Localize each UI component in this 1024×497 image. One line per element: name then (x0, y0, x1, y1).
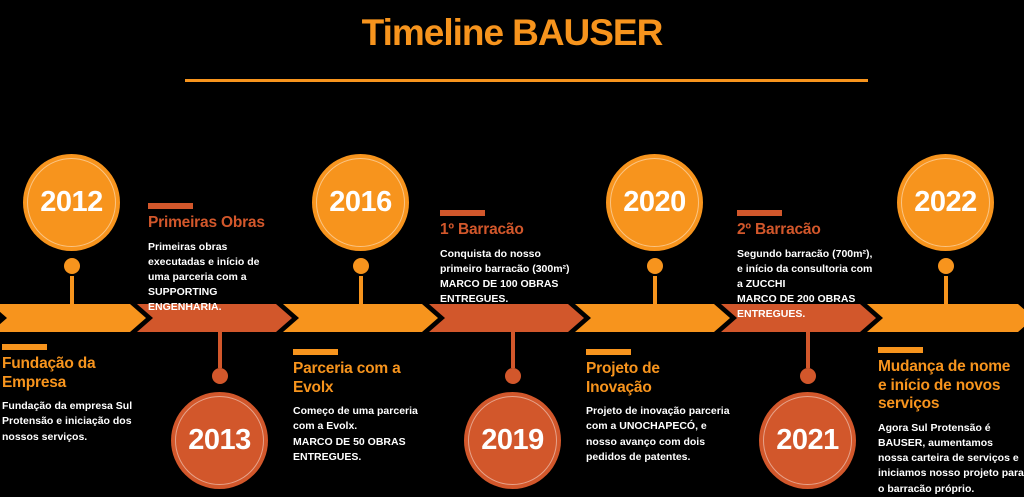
band-segment-3 (283, 304, 438, 332)
event-heading: Primeiras Obras (148, 214, 265, 231)
band-segment-1 (0, 304, 146, 332)
year-circle: 2012 (23, 154, 120, 251)
event-block-parceria-evolx: Parceria com a Evolx Começo de uma parce… (293, 349, 431, 465)
title-underline (185, 79, 868, 82)
event-description: Projeto de inovação parceria com a UNOCH… (586, 405, 730, 463)
event-description: Começo de uma parceria com a Evolx. (293, 405, 418, 433)
event-block-projeto-inovacao: Projeto de Inovação Projeto de inovação … (586, 349, 740, 465)
timeline-band (0, 304, 1024, 332)
connector-line (359, 276, 363, 304)
event-description: Fundação da empresa Sul Protensão e inic… (2, 400, 133, 443)
connector-dot (353, 258, 369, 274)
event-accent-bar (440, 210, 485, 216)
event-description: Agora Sul Protensão é BAUSER, aumentamos… (878, 421, 1024, 495)
milestone-2021: 2021 (759, 332, 857, 489)
year-label: 2019 (481, 424, 544, 456)
event-description: Segundo barracão (700m²), e início da co… (737, 247, 873, 291)
event-heading: 2º Barracão (737, 221, 821, 238)
connector-dot (938, 258, 954, 274)
band-segment-6 (721, 304, 876, 332)
page-title-prefix: Timeline (361, 12, 504, 53)
milestone-2022: 2022 (897, 154, 995, 304)
milestone-2020: 2020 (606, 154, 704, 304)
event-heading: Mudança de nome e início de novos serviç… (878, 358, 1011, 413)
connector-dot (800, 368, 816, 384)
milestone-2019: 2019 (464, 332, 562, 489)
event-block-primeiro-barracao: 1º Barracão Conquista do nosso primeiro … (440, 210, 572, 307)
event-heading: Projeto de Inovação (586, 360, 660, 396)
event-milestone-note: MARCO DE 100 OBRAS ENTREGUES. (440, 278, 559, 306)
connector-dot (212, 368, 228, 384)
band-segment-2 (137, 304, 292, 332)
event-heading: 1º Barracão (440, 221, 524, 238)
year-circle: 2016 (312, 154, 409, 251)
event-milestone-note: MARCO DE 50 OBRAS ENTREGUES. (293, 435, 406, 463)
year-label: 2022 (914, 186, 977, 218)
year-circle: 2022 (897, 154, 994, 251)
milestone-2013: 2013 (171, 332, 269, 489)
event-block-primeiras-obras: Primeiras Obras Primeiras obras executad… (148, 203, 278, 316)
band-segment-7 (867, 304, 1024, 332)
year-label: 2021 (776, 424, 839, 456)
connector-dot (647, 258, 663, 274)
event-heading: Parceria com a Evolx (293, 360, 401, 396)
band-segment-4 (429, 304, 584, 332)
event-heading: Fundação da Empresa (2, 355, 96, 391)
connector-line (218, 332, 222, 368)
milestone-2012: 2012 (23, 154, 121, 304)
connector-dot (505, 368, 521, 384)
connector-line (511, 332, 515, 368)
event-accent-bar (737, 210, 782, 216)
year-label: 2012 (40, 186, 103, 218)
connector-line (944, 276, 948, 304)
event-accent-bar (293, 349, 338, 355)
year-circle: 2013 (171, 392, 268, 489)
page-title-brand: BAUSER (512, 12, 663, 53)
event-block-mudanca-de-nome: Mudança de nome e início de novos serviç… (878, 347, 1024, 497)
event-accent-bar (586, 349, 631, 355)
event-description: Primeiras obras executadas e início de u… (148, 240, 260, 314)
milestone-2016: 2016 (312, 154, 410, 304)
event-milestone-note: MARCO DE 200 OBRAS ENTREGUES. (737, 293, 856, 321)
connector-line (653, 276, 657, 304)
event-block-fundacao-da-empresa: Fundação da Empresa Fundação da empresa … (2, 344, 134, 445)
year-label: 2016 (329, 186, 392, 218)
connector-line (806, 332, 810, 368)
year-label: 2020 (623, 186, 686, 218)
year-circle: 2020 (606, 154, 703, 251)
event-accent-bar (2, 344, 47, 350)
event-block-segundo-barracao: 2º Barracão Segundo barracão (700m²), e … (737, 210, 877, 323)
connector-dot (64, 258, 80, 274)
band-segment-5 (575, 304, 730, 332)
event-description: Conquista do nosso primeiro barracão (30… (440, 247, 570, 275)
event-accent-bar (878, 347, 923, 353)
year-label: 2013 (188, 424, 251, 456)
year-circle: 2021 (759, 392, 856, 489)
connector-line (70, 276, 74, 304)
year-circle: 2019 (464, 392, 561, 489)
event-accent-bar (148, 203, 193, 209)
